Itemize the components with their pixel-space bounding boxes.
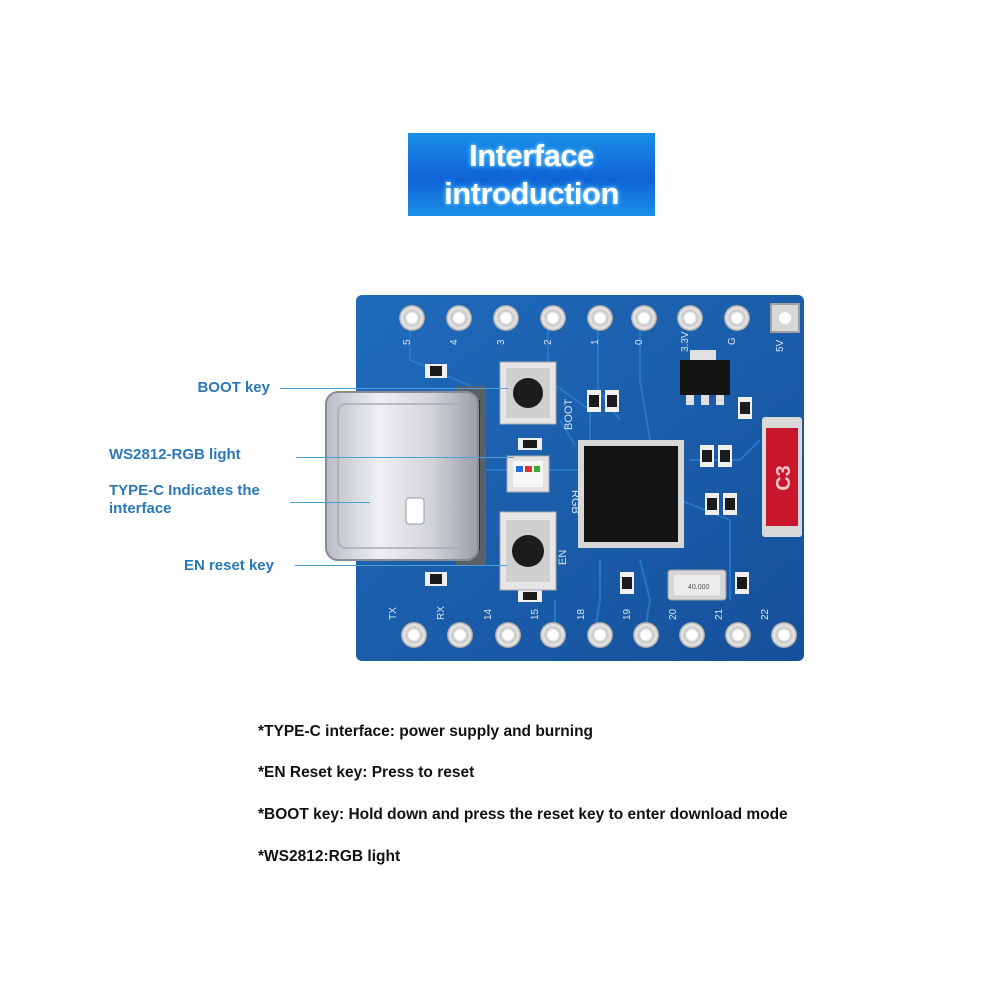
pin-label: TX [388,607,399,620]
note-ws2812: *WS2812:RGB light [258,848,401,865]
top-pin-labels: 5 4 3 2 1 0 3.3V G 5V [402,331,786,352]
bottom-pin-labels: TX RX 14 15 18 19 20 21 22 [388,606,771,620]
crystal-label: 40.000 [688,584,710,591]
boot-button [499,361,557,425]
voltage-regulator [680,350,730,405]
pin-label: 0 [634,339,645,345]
en-button [499,511,557,591]
en-leader-line [295,565,507,566]
usb-c-connector [325,386,486,566]
crystal: 40.000 [667,569,727,601]
fuse-c3: C3 [762,417,802,537]
boot-leader-line [280,388,508,389]
pin-label: 22 [760,608,771,620]
pin-label: 3 [496,339,507,345]
silk-boot-label: BOOT [563,399,575,430]
bottom-header-pins [401,622,797,648]
pin-label: G [727,337,738,345]
rgb-led [506,455,550,493]
pin-label: 5 [402,339,413,345]
pin-label: 20 [668,608,679,620]
silk-en-label: EN [557,550,569,565]
fuse-label: C3 [773,465,795,491]
pin-label: 19 [622,608,633,620]
rgb-light-callout: WS2812-RGB light [109,446,241,463]
pin-label: 3.3V [680,331,691,352]
note-typec: *TYPE-C interface: power supply and burn… [258,723,594,740]
typec-leader-line [290,502,370,503]
pin-label: 14 [483,608,494,620]
pin-label: 5V [775,339,786,352]
title-banner: Interface introduction [408,133,655,216]
pin-label: 4 [449,339,460,345]
mcu-chip [578,440,684,548]
rgb-leader-line [296,457,514,458]
top-header-pins [399,303,800,333]
pin-label: 2 [543,339,554,345]
pin-label: 21 [714,608,725,620]
boot-key-callout: BOOT key [197,379,270,396]
note-en-reset: *EN Reset key: Press to reset [258,764,475,781]
pin-label: 1 [590,339,601,345]
pin-label: 15 [530,608,541,620]
pin-label: 18 [576,608,587,620]
pin-label: RX [436,606,447,620]
note-boot: *BOOT key: Hold down and press the reset… [258,806,788,823]
silk-rgb-label: RGB [569,490,581,514]
typec-callout: TYPE-C Indicates the interface [109,482,260,517]
en-reset-callout: EN reset key [183,557,274,574]
